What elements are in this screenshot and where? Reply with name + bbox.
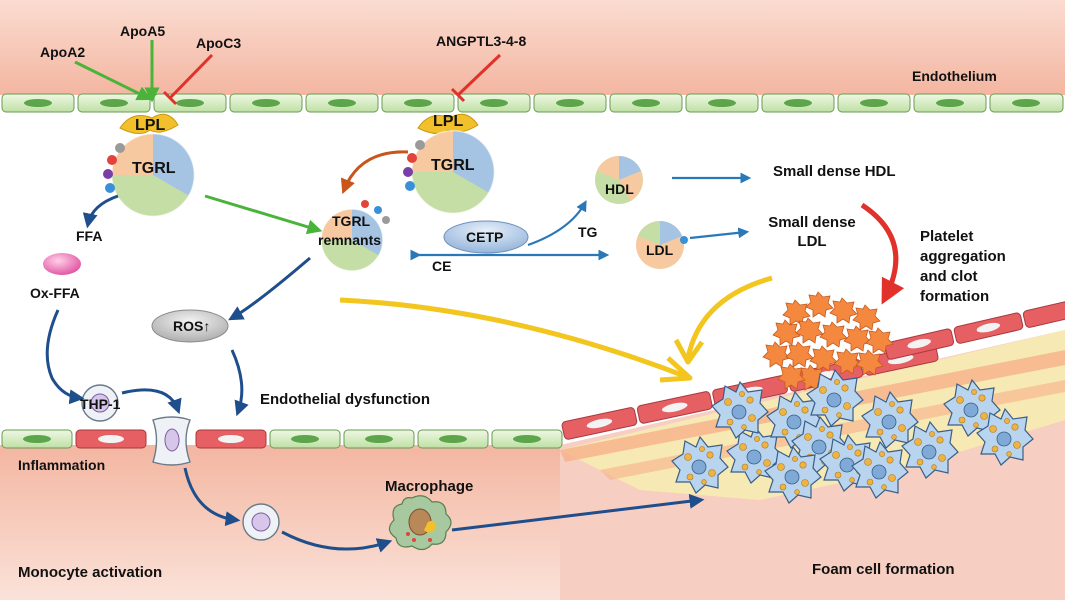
platelet-label-3: and clot: [920, 268, 978, 285]
remnant-to-ros-arrow: [228, 256, 311, 321]
macrophage-to-foam-arrow: [451, 493, 705, 532]
small-dense-ldl-label-1: Small dense: [768, 214, 856, 231]
ros-bubble: [151, 309, 229, 343]
platelet-label-4: formation: [920, 288, 990, 305]
apoc3-label: ApoC3: [196, 35, 242, 51]
tgrl-remnant-lipolysis-arrow: [340, 150, 409, 195]
thp1-to-wall-arrow: [121, 388, 182, 415]
ldl-to-platelet-arrow: [860, 202, 905, 305]
oxffa-to-thp1-arrow: [45, 309, 85, 405]
apolipoprotein-beads-right: [403, 140, 425, 191]
transmigrating-monocyte: [152, 416, 191, 466]
ldl-to-plaque-arrow: [685, 275, 773, 359]
angptl-inhibition-bar: [450, 87, 466, 103]
apoc3-inhibition-line: [168, 53, 214, 100]
ox-ffa-droplet: [43, 253, 81, 275]
thp1-cell: [81, 384, 119, 422]
macrophage-label: Macrophage: [385, 478, 474, 495]
tg-label: TG: [578, 224, 598, 240]
remnant-to-plaque-arrow: [339, 297, 691, 381]
lpl-enzyme-left: [119, 113, 179, 134]
tgrl-remnants-label-1: TGRL: [332, 213, 371, 229]
ldl-label: LDL: [646, 242, 674, 258]
monocyte-activation-label: Monocyte activation: [18, 564, 163, 581]
monocyte-migration-arrow: [183, 467, 241, 527]
platelet-label-2: aggregation: [920, 248, 1006, 265]
angptl-label: ANGPTL3-4-8: [436, 33, 527, 49]
inflammation-label: Inflammation: [18, 457, 106, 473]
tgrl-label-left: TGRL: [132, 160, 176, 177]
platelet-label-1: Platelet: [920, 228, 974, 245]
apolipoprotein-beads-remnant: [361, 200, 390, 224]
lpl-label-left: LPL: [135, 117, 166, 134]
ros-label: ROS↑: [173, 318, 211, 334]
tgrl-to-ffa-arrow: [82, 194, 119, 229]
endothelial-dysfunction-label: Endothelial dysfunction: [260, 391, 431, 408]
hdl-label: HDL: [605, 181, 634, 197]
tgrl-label-right: TGRL: [431, 157, 475, 174]
lpl-label-right: LPL: [433, 113, 464, 130]
platelet-cluster: [762, 291, 894, 391]
ldl-to-plaque-arrowhead: [673, 338, 705, 365]
tgrl-remnants-label-2: remnants: [318, 232, 382, 248]
remnant-to-plaque-arrowhead: [659, 356, 693, 383]
hdl-particle: [595, 156, 643, 204]
apoc3-inhibition-bar: [162, 90, 178, 106]
apoa2-label: ApoA2: [40, 44, 86, 60]
macrophage-cell: [388, 495, 452, 551]
top-tissue: [0, 0, 1065, 95]
ffa-label: FFA: [76, 228, 103, 244]
ce-label: CE: [432, 258, 452, 274]
thp1-label: THP-1: [80, 396, 121, 412]
tgrl-to-remnant-arrow: [204, 194, 323, 235]
top-endothelium-layer: [1, 93, 1064, 113]
foam-cell-formation-label: Foam cell formation: [812, 561, 955, 578]
apolipoprotein-beads-left: [103, 143, 125, 193]
angptl-inhibition-line: [456, 53, 502, 97]
ros-to-dysfunction-arrow: [230, 349, 249, 417]
cetp-label: CETP: [466, 229, 504, 245]
ldl-particle: [636, 221, 688, 269]
small-dense-hdl-label: Small dense HDL: [773, 163, 896, 180]
apoa2-activation-arrow: [74, 60, 153, 101]
monocyte-to-macrophage-arrow: [281, 530, 393, 553]
oxffa-label: Ox-FFA: [30, 285, 80, 301]
bottom-endothelium-layer: [1, 429, 563, 449]
cetp-to-hdl-arrow: [527, 200, 587, 247]
ldl-to-small-dense-arrow: [689, 227, 750, 240]
monocyte-cell: [242, 503, 280, 541]
apoa5-label: ApoA5: [120, 23, 166, 39]
small-dense-ldl-label-2: LDL: [797, 233, 827, 250]
endothelium-label: Endothelium: [912, 68, 997, 84]
